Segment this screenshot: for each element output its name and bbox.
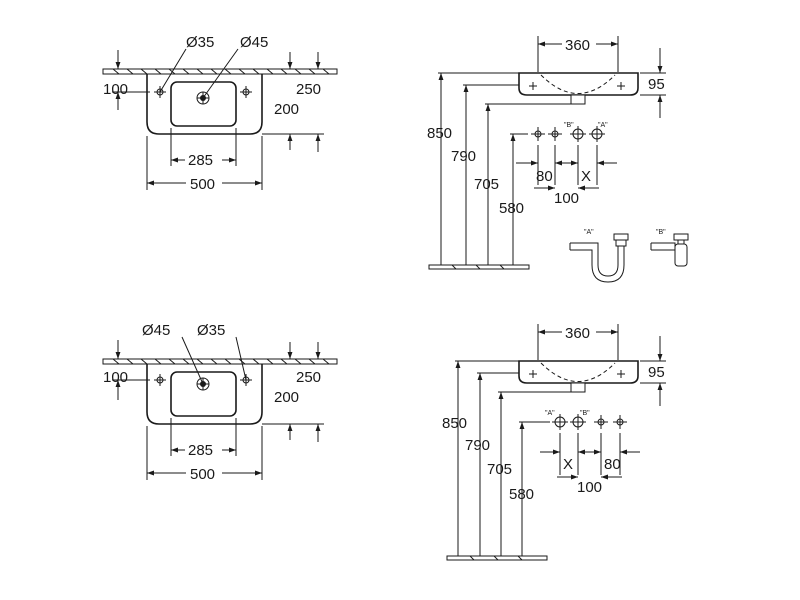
hole-diameter-label: Ø45 xyxy=(142,322,170,339)
plan-view-bottom: Ø45 Ø35 100 250 200 285 500 xyxy=(102,322,338,483)
hole-diameter-label: Ø35 xyxy=(197,322,225,339)
floor-hatch xyxy=(451,264,505,270)
dim-x-label: X xyxy=(581,168,591,185)
hole-diameter-label: Ø45 xyxy=(240,34,268,51)
basin-front-outline xyxy=(518,72,639,96)
dim-80-label: 80 xyxy=(536,168,553,185)
dim-200-label: 200 xyxy=(274,389,299,406)
dim-200-label: 200 xyxy=(274,101,299,118)
optional-hole-icon xyxy=(154,374,166,386)
elevation-view-top: 360 95 850 790 705 580 "B" "A" xyxy=(427,36,666,270)
trap-b-label: "B" xyxy=(656,229,666,236)
dim-790-label: 790 xyxy=(465,437,490,454)
waste-outlet xyxy=(570,94,586,105)
dim-360-label: 360 xyxy=(565,37,590,54)
elevation-view-bottom: 360 95 850 790 705 580 "A" "B" xyxy=(442,324,666,561)
dim-285-label: 285 xyxy=(188,152,213,169)
optional-hole-icon xyxy=(240,86,252,98)
dim-95-label: 95 xyxy=(648,76,665,93)
trap-a-label: "A" xyxy=(584,229,594,236)
waste-outlet xyxy=(570,382,586,393)
dim-580-label: 580 xyxy=(509,486,534,503)
dim-100-label: 100 xyxy=(103,81,128,98)
bowl-outline xyxy=(170,81,237,127)
dim-500-label: 500 xyxy=(190,176,215,193)
bowl-hidden-line xyxy=(540,362,616,382)
dim-100-label: 100 xyxy=(554,190,579,207)
bowl-outline xyxy=(170,371,237,417)
basin-front-outline xyxy=(518,360,639,384)
dim-250-label: 250 xyxy=(296,369,321,386)
bottle-trap-b-icon xyxy=(650,233,689,267)
floor-bar xyxy=(446,555,548,561)
trap-details: "A" "B" xyxy=(569,229,689,283)
basin-outline xyxy=(146,74,263,135)
dim-705-label: 705 xyxy=(474,176,499,193)
dim-285-label: 285 xyxy=(188,442,213,459)
p-trap-a-icon xyxy=(569,233,629,283)
dim-705-label: 705 xyxy=(487,461,512,478)
tap-hole-marks xyxy=(529,370,625,378)
plan-view-top: Ø35 Ø45 100 250 200 285 500 xyxy=(102,34,338,193)
dim-250-label: 250 xyxy=(296,81,321,98)
leader-line xyxy=(202,48,239,99)
leader-line xyxy=(159,48,187,93)
hole-diameter-label: Ø35 xyxy=(186,34,214,51)
dim-100-label: 100 xyxy=(577,479,602,496)
dim-360-label: 360 xyxy=(565,325,590,342)
label-a: "A" xyxy=(598,122,608,129)
dim-850-label: 850 xyxy=(427,125,452,142)
valve-symbols xyxy=(552,414,627,430)
wall-bar xyxy=(102,358,338,365)
floor-bar xyxy=(428,264,530,270)
dim-95-label: 95 xyxy=(648,364,665,381)
tap-hole-marks xyxy=(529,82,625,90)
dim-580-label: 580 xyxy=(499,200,524,217)
leader-line xyxy=(181,336,204,385)
dim-790-label: 790 xyxy=(451,148,476,165)
bowl-hidden-line xyxy=(540,74,616,94)
floor-hatch xyxy=(469,555,523,561)
label-b: "B" xyxy=(580,410,590,417)
leader-line xyxy=(235,336,247,381)
valve-symbols xyxy=(531,126,605,142)
wall-bar xyxy=(102,68,338,75)
basin-outline xyxy=(146,364,263,425)
dim-100-label: 100 xyxy=(103,369,128,386)
dim-500-label: 500 xyxy=(190,466,215,483)
label-a: "A" xyxy=(545,410,555,417)
dim-80-label: 80 xyxy=(604,456,621,473)
dim-x-label: X xyxy=(563,456,573,473)
label-b: "B" xyxy=(564,122,574,129)
dim-850-label: 850 xyxy=(442,415,467,432)
